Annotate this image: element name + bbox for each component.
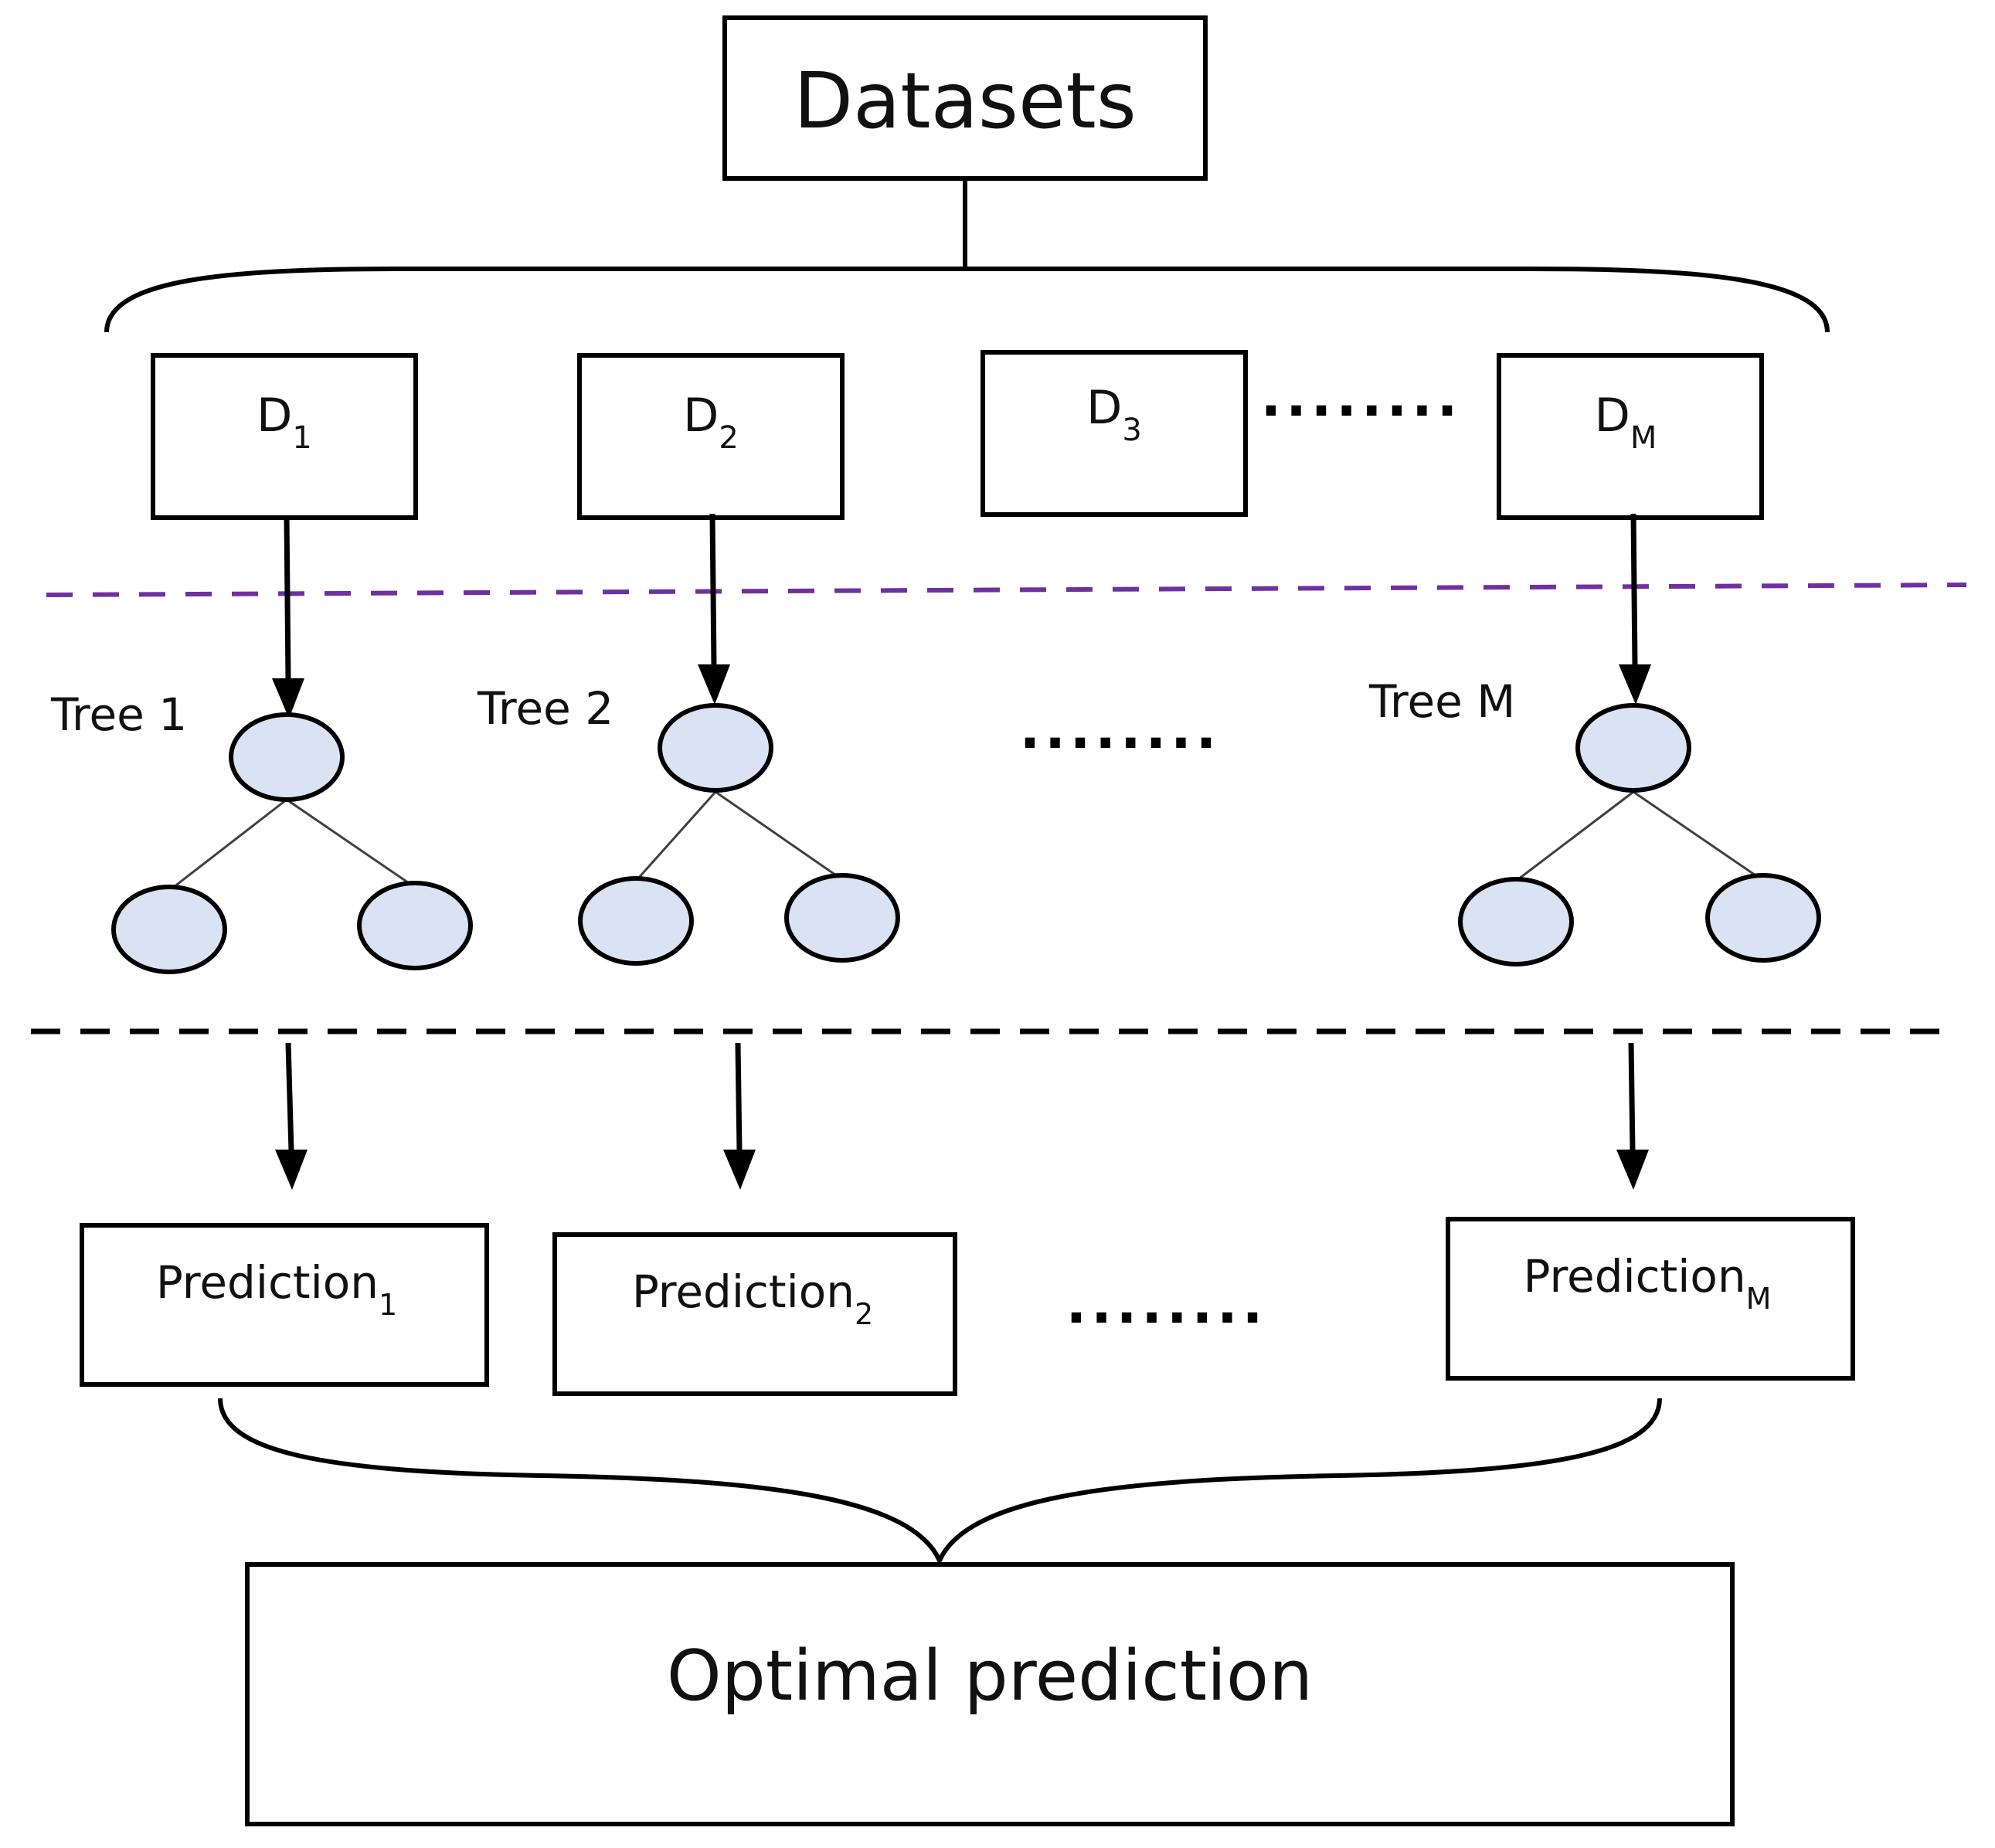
- arrow-tree-m-to-prediction-m: [1616, 1042, 1649, 1190]
- prediction-m-base: Prediction: [1524, 1250, 1746, 1303]
- tree-1-label: Tree 1: [50, 688, 187, 741]
- subset-box-1: D1: [151, 353, 418, 520]
- tree-2: Tree 2: [477, 682, 900, 966]
- optimal-prediction-box: Optimal prediction: [245, 1562, 1735, 1826]
- prediction-2-base: Prediction: [632, 1265, 855, 1318]
- arrow-subset-2-to-tree-2: [698, 513, 730, 705]
- prediction-m-sub: M: [1746, 1282, 1772, 1316]
- tree-1-left-node: [111, 885, 227, 974]
- svg-text:D1: D1: [257, 389, 312, 456]
- subset-1-base: D: [257, 389, 292, 443]
- tree-2-right-node: [784, 873, 900, 963]
- tree-m-root-node: [1575, 703, 1691, 793]
- subset-2-sub: 2: [719, 420, 738, 456]
- datasets-box: Datasets: [722, 15, 1208, 181]
- tree-m-label: Tree M: [1368, 675, 1515, 728]
- subset-3-base: D: [1086, 381, 1122, 435]
- tree-m-left-node: [1458, 877, 1574, 966]
- arrow-tree-1-to-prediction-1: [275, 1042, 308, 1190]
- arrow-subset-m-to-tree-m: [1619, 513, 1651, 705]
- subset-m-sub: M: [1630, 420, 1657, 456]
- top-brace: [104, 267, 1830, 333]
- prediction-box-2: Prediction2: [552, 1232, 957, 1396]
- subset-3-sub: 3: [1122, 413, 1141, 448]
- tree-m: Tree M: [1368, 675, 1821, 966]
- tree-m-right-node: [1705, 873, 1821, 963]
- prediction-2-sub: 2: [855, 1297, 873, 1331]
- subset-1-sub: 1: [292, 420, 311, 456]
- subset-box-2: D2: [577, 353, 845, 520]
- subset-m-base: D: [1595, 389, 1630, 443]
- datasets-label: Datasets: [794, 56, 1137, 146]
- subset-ellipsis: ........: [1261, 365, 1463, 429]
- arrow-tree-2-to-prediction-2: [723, 1042, 756, 1190]
- svg-text:PredictionM: PredictionM: [1524, 1250, 1772, 1316]
- tree-1-right-node: [357, 881, 473, 970]
- prediction-ellipsis: ........: [1066, 1272, 1268, 1336]
- tree-2-label: Tree 2: [477, 682, 613, 735]
- subset-2-base: D: [683, 389, 719, 443]
- tree-2-left-node: [578, 876, 694, 966]
- svg-text:D3: D3: [1086, 381, 1142, 448]
- tree-2-root-node: [658, 703, 773, 793]
- subset-box-3: D3: [981, 350, 1248, 517]
- prediction-box-1: Prediction1: [80, 1223, 489, 1387]
- bottom-brace: [218, 1398, 1662, 1567]
- subset-box-m: DM: [1497, 353, 1764, 520]
- tree-1-root-node: [229, 712, 345, 802]
- svg-text:Prediction2: Prediction2: [632, 1265, 873, 1331]
- tree-1: Tree 1: [50, 688, 473, 974]
- svg-text:Prediction1: Prediction1: [156, 1256, 397, 1322]
- prediction-box-m: PredictionM: [1446, 1217, 1855, 1381]
- tree-ellipsis: ........: [1020, 698, 1222, 761]
- optimal-prediction-label: Optimal prediction: [667, 1636, 1313, 1717]
- svg-text:D2: D2: [683, 389, 739, 456]
- arrow-subset-1-to-tree-1: [272, 517, 304, 718]
- upper-dashed-line: [46, 583, 1967, 597]
- svg-text:DM: DM: [1595, 389, 1657, 456]
- prediction-1-sub: 1: [379, 1288, 397, 1322]
- prediction-1-base: Prediction: [156, 1256, 379, 1309]
